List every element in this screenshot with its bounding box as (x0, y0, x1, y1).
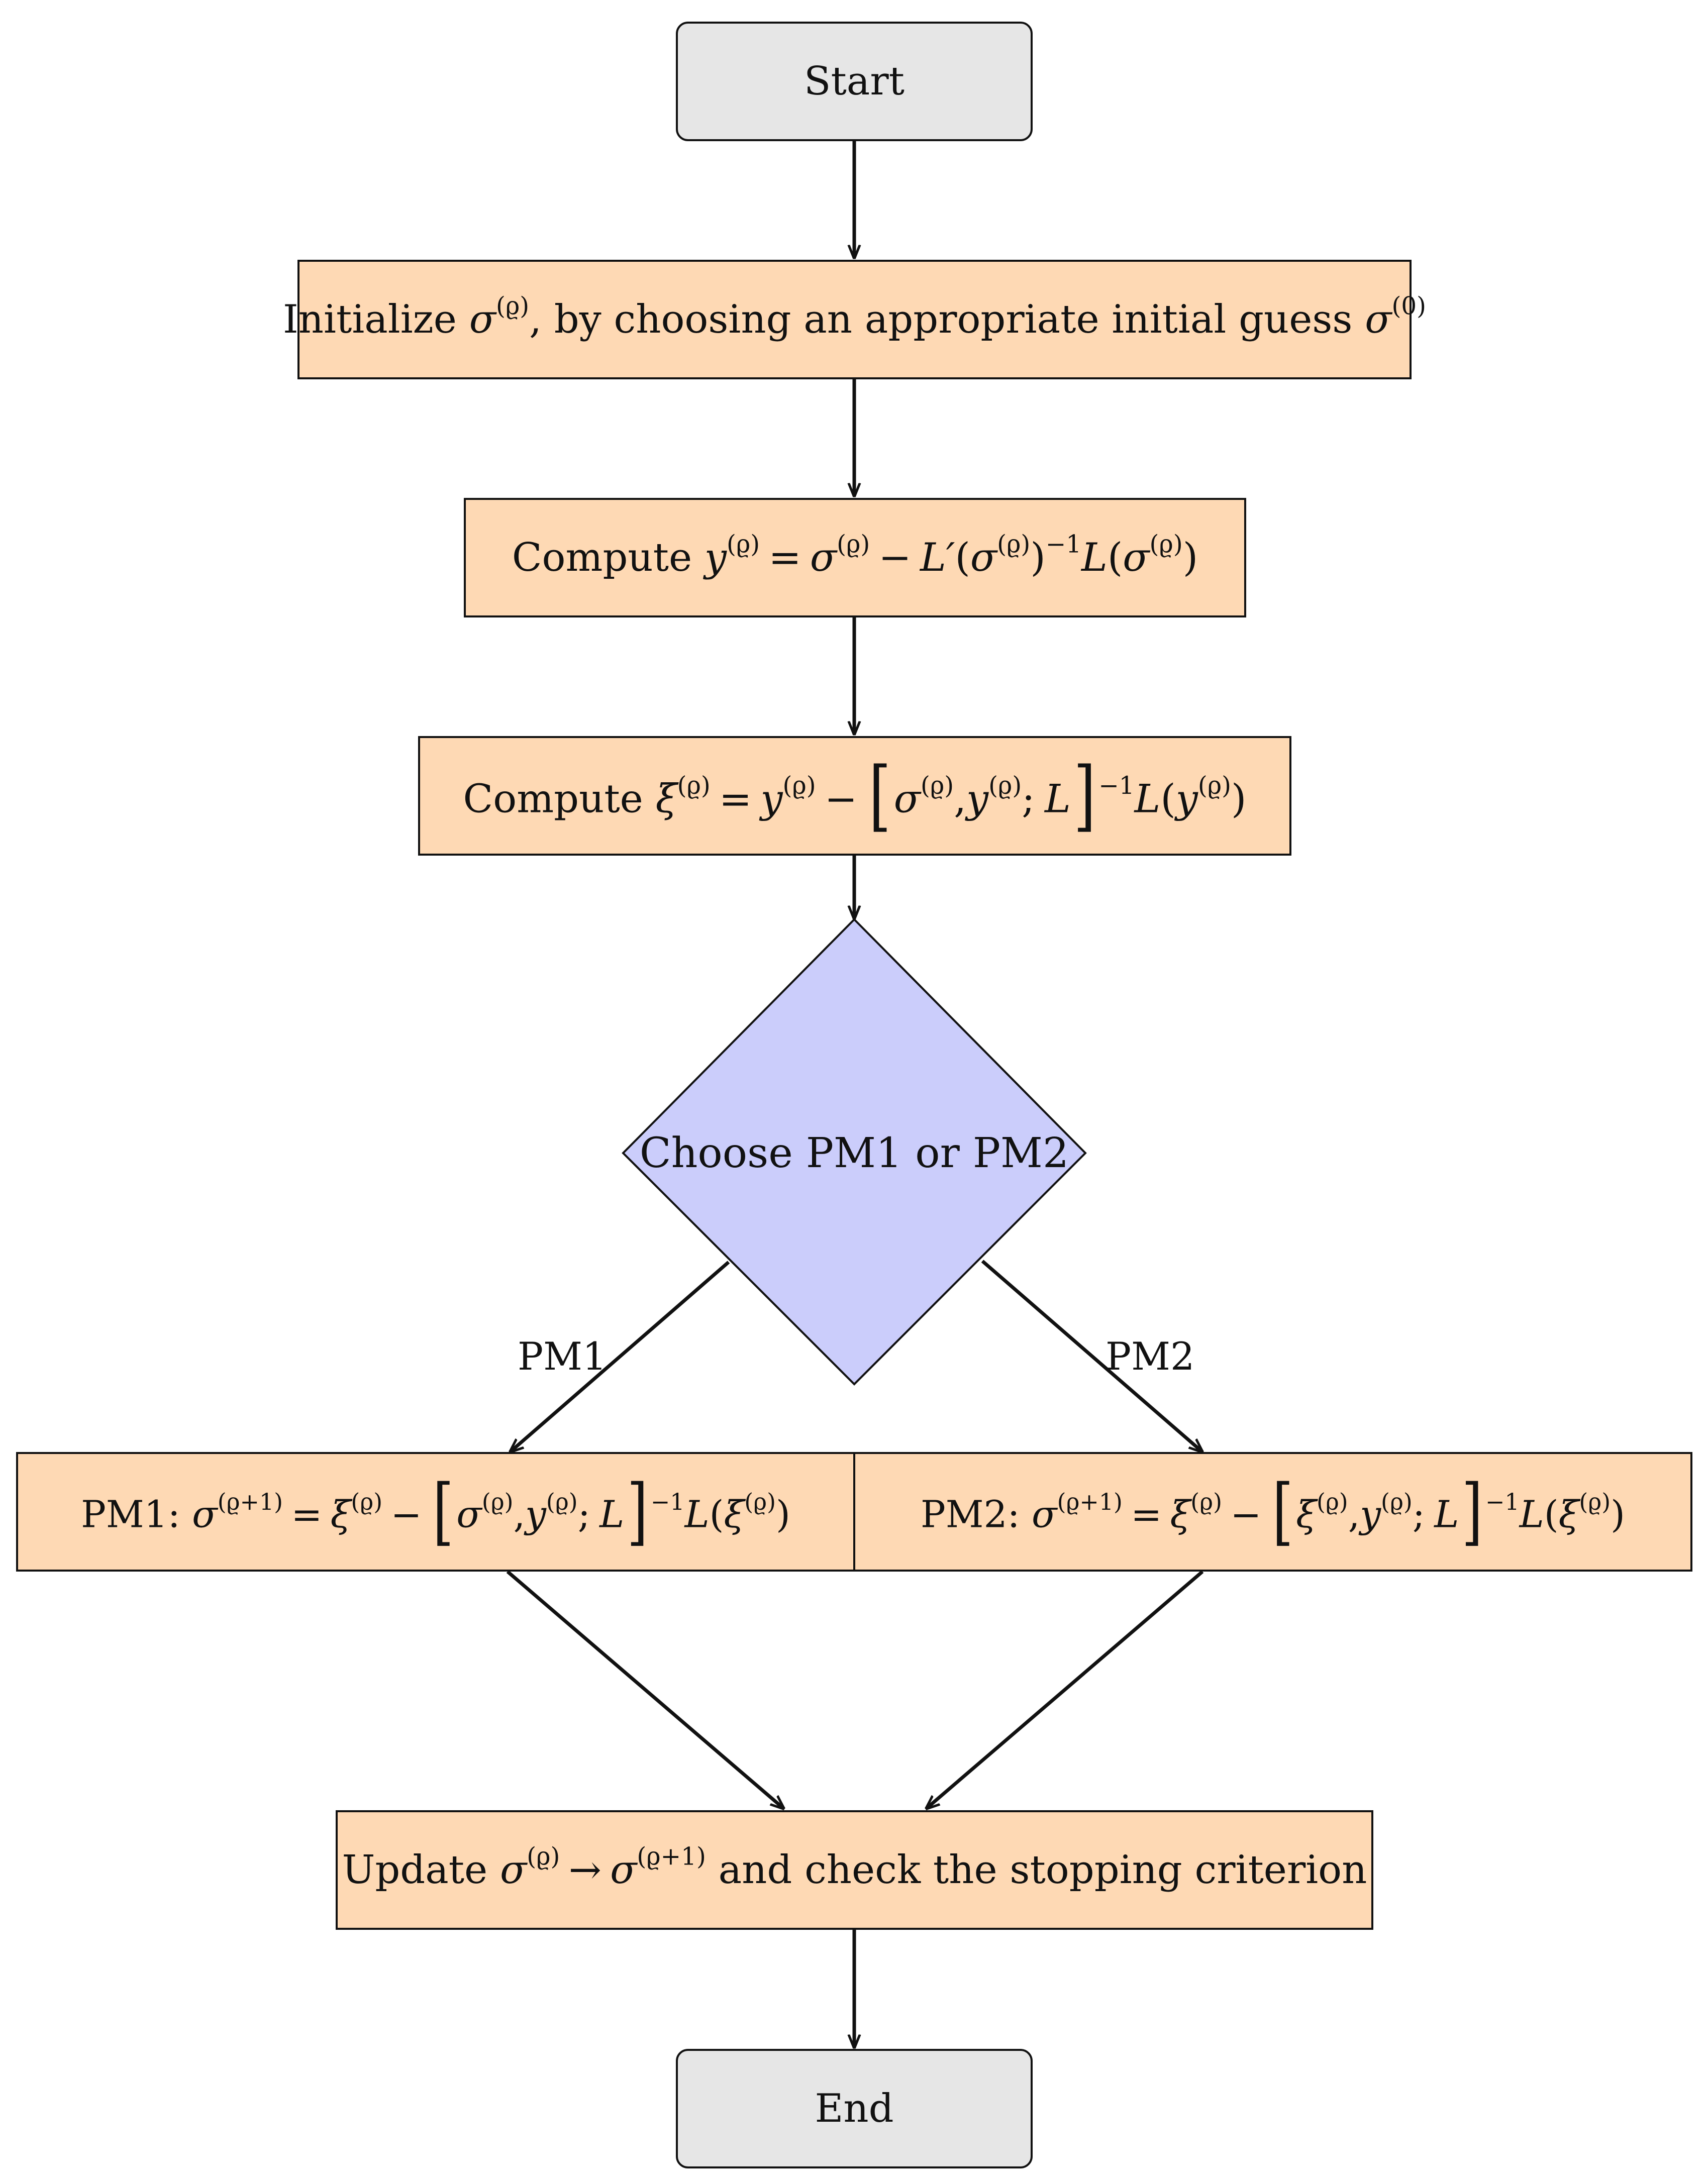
end-node: End (676, 2049, 1033, 2168)
pm1-label: PM1: σ(ϱ+1)=ξ(ϱ)−[σ(ϱ),y(ϱ);L]−1L(ξ(ϱ)) (81, 1469, 790, 1554)
compute-y-node: Compute y(ϱ)=σ(ϱ)−L′(σ(ϱ))−1L(σ(ϱ)) (464, 498, 1246, 617)
pm2-label: PM2: σ(ϱ+1)=ξ(ϱ)−[ξ(ϱ),y(ϱ);L]−1L(ξ(ϱ)) (920, 1469, 1626, 1554)
decision-diamond (622, 918, 1087, 1386)
pm1-node: PM1: σ(ϱ+1)=ξ(ϱ)−[σ(ϱ),y(ϱ);L]−1L(ξ(ϱ)) (16, 1452, 855, 1572)
arrow-decision-to-pm1 (510, 1261, 730, 1452)
arrow-decision-to-pm2 (981, 1260, 1202, 1452)
arrow-pm2-to-update (926, 1570, 1204, 1809)
compute-xi-node: Compute ξ(ϱ)=y(ϱ)−[σ(ϱ),y(ϱ);L]−1L(y(ϱ)) (418, 736, 1291, 856)
compute-xi-label: Compute ξ(ϱ)=y(ϱ)−[σ(ϱ),y(ϱ);L]−1L(y(ϱ)) (463, 751, 1247, 841)
update-node: Update σ(ϱ)→σ(ϱ+1) and check the stoppin… (336, 1810, 1373, 1930)
init-node: Initialize σ(ϱ), by choosing an appropri… (283, 260, 1426, 379)
start-node: Start (676, 22, 1033, 141)
decision-label: Choose PM1 or PM2 (639, 1129, 1069, 1177)
edge-label-pm2: PM2 (1106, 1334, 1195, 1379)
start-label: Start (804, 59, 905, 104)
end-label: End (815, 2086, 894, 2131)
compute-y-label: Compute y(ϱ)=σ(ϱ)−L′(σ(ϱ))−1L(σ(ϱ)) (512, 530, 1198, 580)
pm2-node: PM2: σ(ϱ+1)=ξ(ϱ)−[ξ(ϱ),y(ϱ);L]−1L(ξ(ϱ)) (853, 1452, 1692, 1572)
update-label: Update σ(ϱ)→σ(ϱ+1) and check the stoppin… (342, 1842, 1367, 1893)
init-label: Initialize σ(ϱ), by choosing an appropri… (282, 292, 1427, 342)
edge-label-pm1: PM1 (518, 1334, 607, 1379)
arrow-pm1-to-update (506, 1570, 784, 1809)
